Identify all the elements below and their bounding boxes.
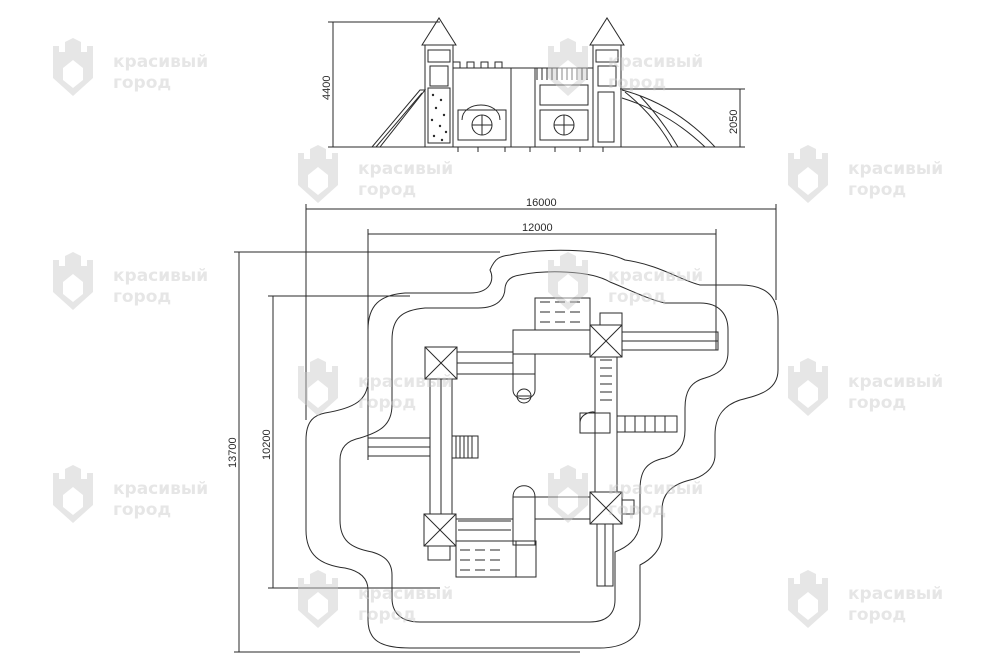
bridge-north [512,329,591,355]
castle-logo-icon [298,358,338,416]
watermark-line1: красивый [113,52,209,72]
corner-tower-sw [423,513,457,547]
right-tower-roof [589,17,625,46]
label-2050: 2050 [728,110,740,134]
watermark-line1: красивый [113,266,209,286]
label-12000: 12000 [522,222,553,234]
castle-logo-icon [548,252,588,310]
castle-logo-icon [53,38,93,96]
castle-logo-icon [548,465,588,523]
watermark-line2: город [848,393,907,413]
castle-logo-icon [548,38,588,96]
watermark-line2: город [113,73,172,93]
watermark-line1: красивый [848,159,944,179]
watermark-line2: город [358,180,417,200]
watermark-line2: город [848,605,907,625]
watermark-line1: красивый [608,479,704,499]
platform-north [534,297,591,331]
left-slide [371,89,427,148]
left-tower [424,44,454,148]
watermark-line1: красивый [608,266,704,286]
castle-logo-icon [298,570,338,628]
left-tower-roof [421,17,457,46]
castle-logo-icon [53,252,93,310]
watermark-line2: город [113,500,172,520]
steps-west [451,435,479,459]
castle-logo-icon [53,465,93,523]
center-column [510,67,536,148]
middle-arch [461,104,501,121]
label-4400: 4400 [321,76,333,100]
watermark-line1: красивый [848,584,944,604]
slide-east [616,415,678,433]
watermark-line2: город [358,605,417,625]
tunnel-north [512,374,536,400]
label-13700: 13700 [227,437,239,468]
watermark-line1: красивый [608,52,704,72]
watermark-line2: город [608,73,667,93]
castle-logo-icon [788,570,828,628]
watermark-line2: город [608,287,667,307]
connector-south [512,496,536,546]
label-10200: 10200 [261,429,273,460]
watermark-line2: город [848,180,907,200]
watermark-line1: красивый [358,584,454,604]
elevation-view [328,17,745,152]
castle-logo-icon [298,145,338,203]
watermark-line2: город [358,393,417,413]
watermark-line2: город [113,287,172,307]
climbing-wall [430,93,448,142]
plan-view [234,204,779,653]
watermark-line1: красивый [358,372,454,392]
watermark-line1: красивый [113,479,209,499]
safety-zone-inner [339,271,729,623]
corner-tower-ne [589,324,623,358]
castle-logo-icon [788,145,828,203]
watermark-line1: красивый [848,372,944,392]
label-16000: 16000 [526,197,557,209]
castle-logo-icon [788,358,828,416]
safety-zone-outer [305,249,779,649]
watermark-line1: красивый [358,159,454,179]
watermark-line2: город [608,500,667,520]
